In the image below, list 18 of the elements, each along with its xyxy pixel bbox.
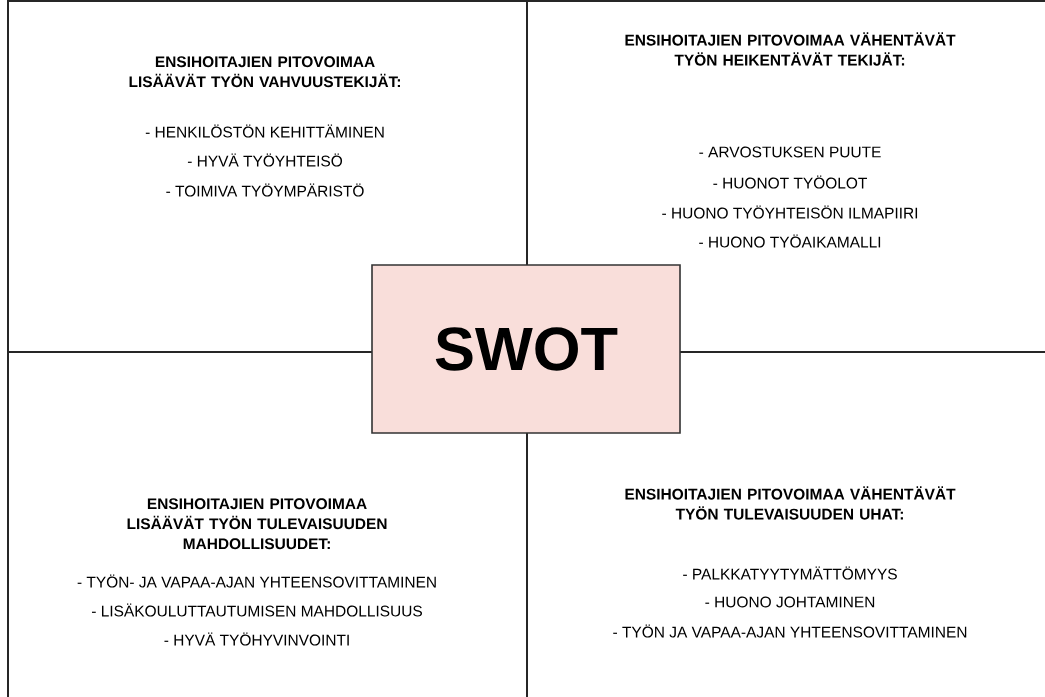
section-heading: ENSIHOITAJIEN PITOVOIMAA LISÄÄVÄT TYÖN VAHVUUSTEKIJÄT: [129, 56, 400, 88]
list-item: - TYÖN JA VAPAA-AJAN YHTEENSOVITTAMINEN [613, 624, 967, 638]
list-item: - TOIMIVA TYÖYMPÄRISTÖ [166, 183, 364, 197]
list-item: - PALKKATYYTYMÄTTÖMYYS [683, 566, 897, 580]
list-item: - TYÖN- JA VAPAA-AJAN YHTEENSOVITTAMINEN [77, 574, 436, 588]
center-box: SWOT [371, 264, 681, 434]
list-item: - HENKILÖSTÖN KEHITTÄMINEN [145, 124, 384, 138]
list-item: - LISÄKOULUTTAUTUMISEN MAHDOLLISUUS [92, 603, 422, 617]
list-item: - HUONO TYÖYHTEISÖN ILMAPIIRI [662, 205, 918, 219]
section-heading: ENSIHOITAJIEN PITOVOIMAA VÄHENTÄVÄT TYÖN TULEVAISUUDEN UHAT: [625, 486, 956, 520]
section-heading: ENSIHOITAJIEN PITOVOIMAA LISÄÄVÄT TYÖN TULEVAISUUDEN MAHDOLLISUUDET: [127, 498, 387, 550]
list-item: - HUONO JOHTAMINEN [705, 596, 875, 608]
list-item: - ARVOSTUKSEN PUUTE [699, 146, 881, 158]
list-item: - HUONO TYÖAIKAMALLI [699, 234, 881, 248]
section-heading: ENSIHOITAJIEN PITOVOIMAA VÄHENTÄVÄT TYÖN HEIKENTÄVÄT TEKIJÄT: [625, 32, 956, 66]
list-item: - HUONOT TYÖOLOT [713, 175, 867, 189]
list-item: - HYVÄ TYÖHYVINVOINTI [164, 632, 349, 646]
list-item: - HYVÄ TYÖYHTEISÖ [187, 153, 343, 167]
